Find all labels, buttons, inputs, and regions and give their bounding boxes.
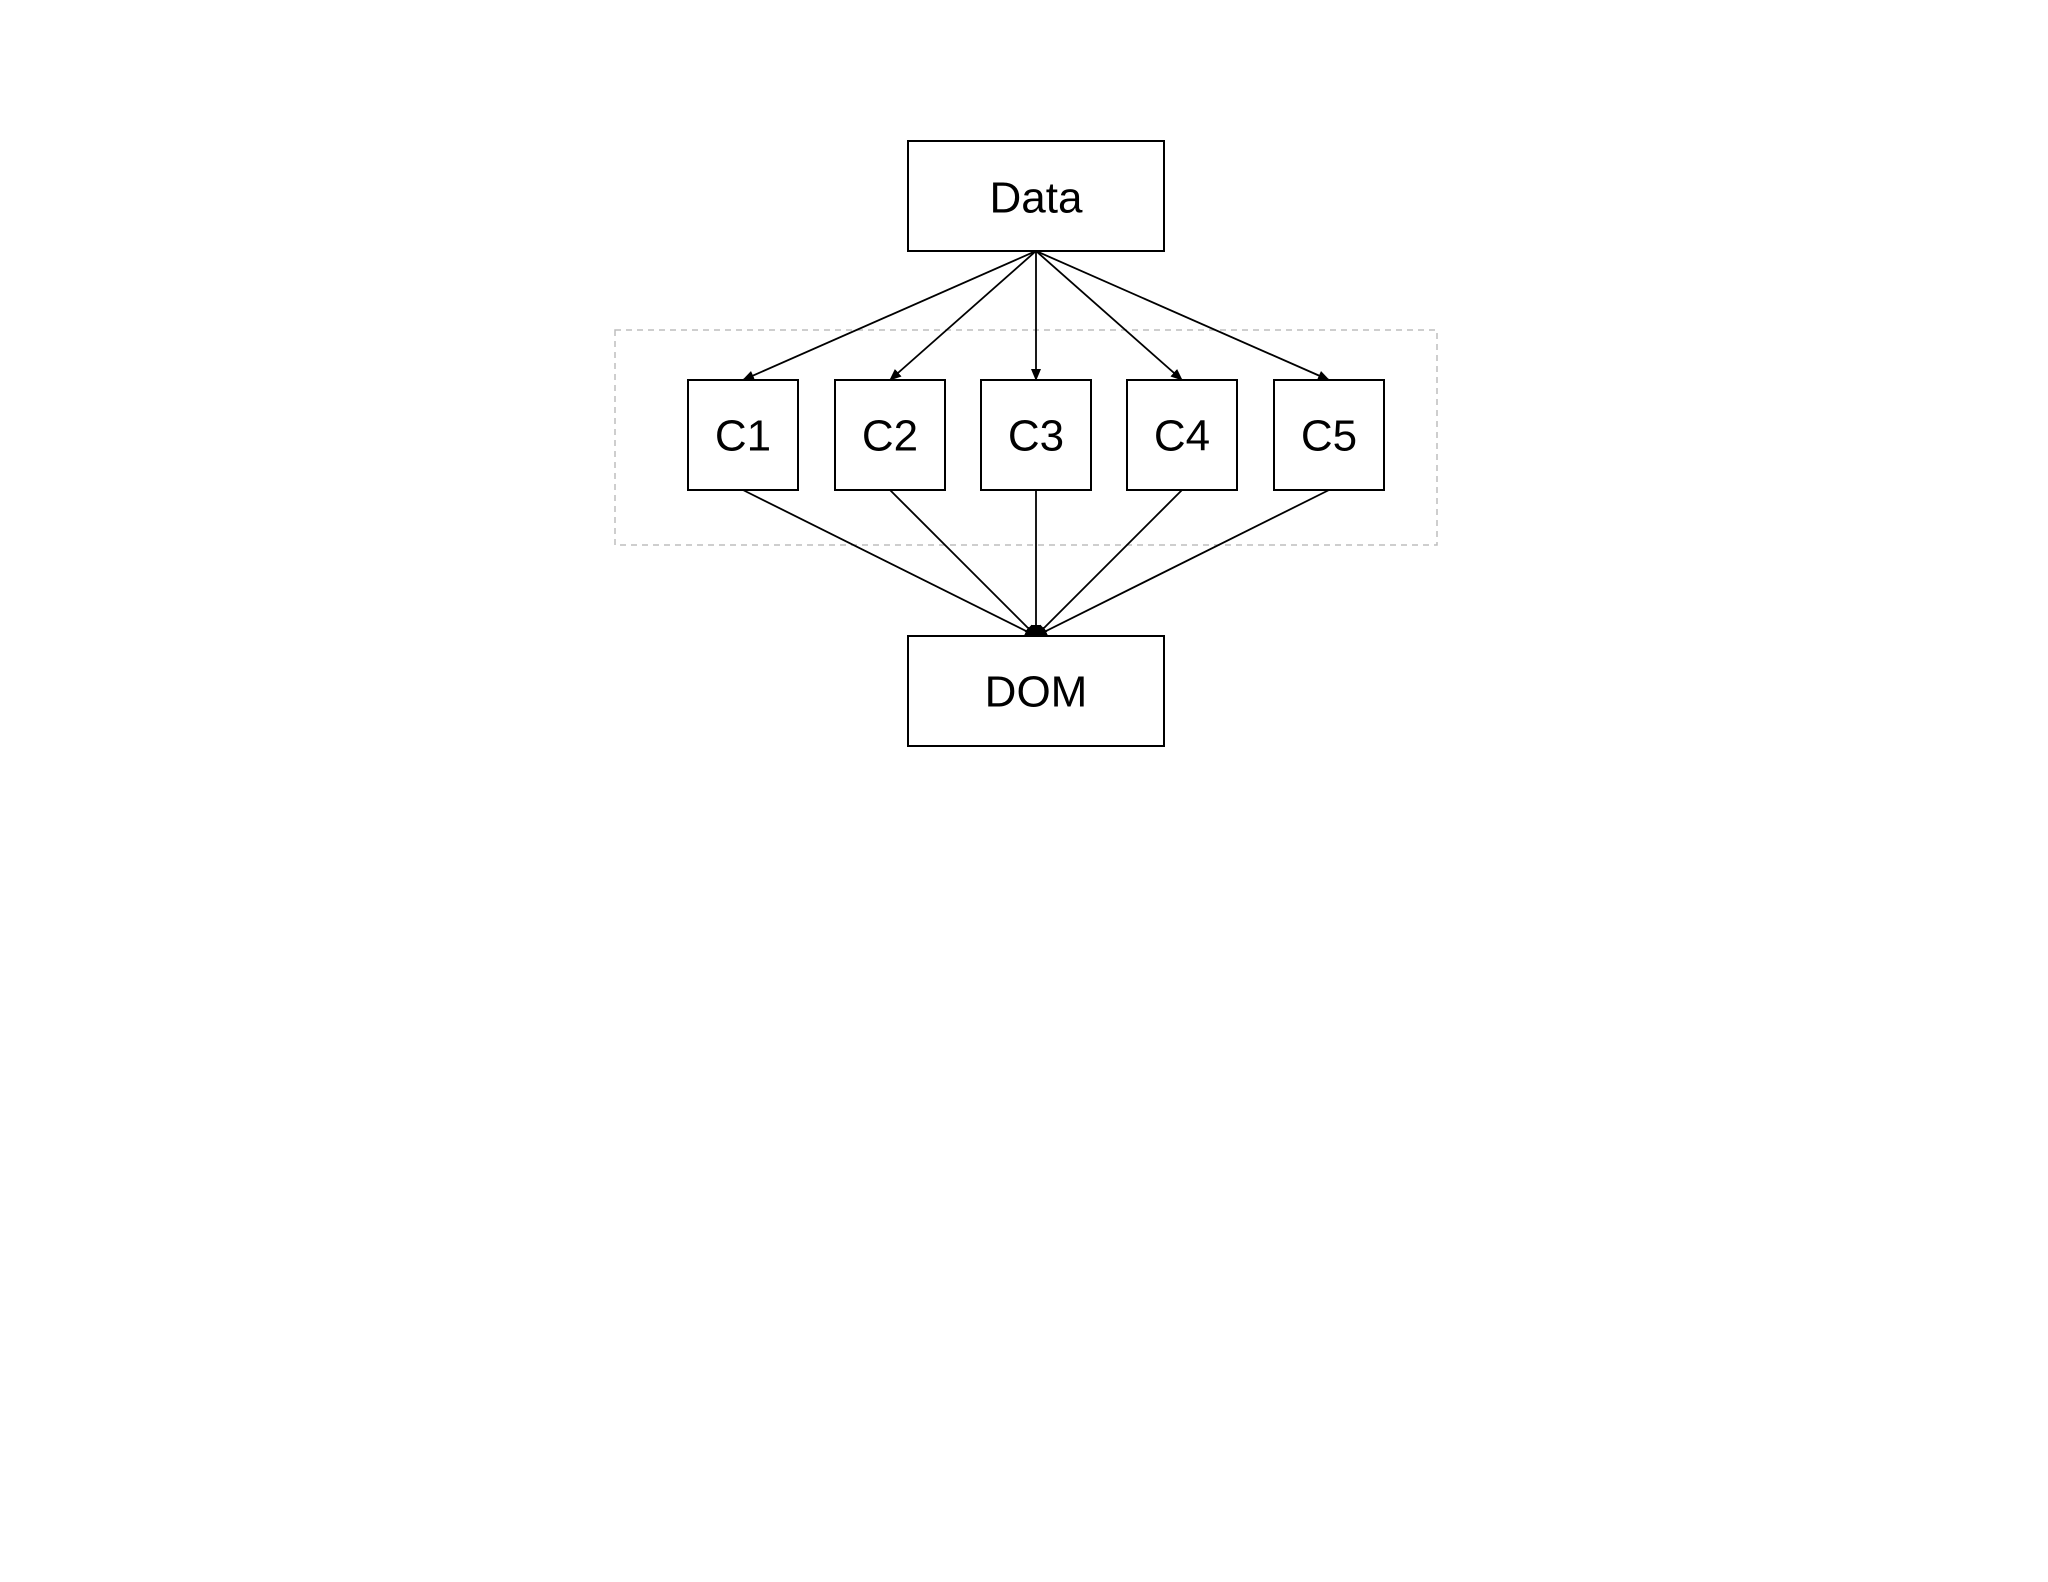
- node-c5-label: C5: [1301, 412, 1357, 461]
- node-c3-label: C3: [1008, 412, 1064, 461]
- edge-data-to-c4: [1035, 250, 1183, 381]
- node-c1-label: C1: [715, 412, 771, 461]
- node-data[interactable]: Data: [907, 140, 1165, 252]
- node-c2-box: [834, 379, 946, 491]
- node-c3[interactable]: C3: [980, 379, 1092, 491]
- node-data-label: Data: [990, 174, 1083, 223]
- edges-layer: [742, 250, 1330, 637]
- node-dom-box: [907, 635, 1165, 747]
- node-c2-label: C2: [862, 412, 918, 461]
- components-group-border: [614, 329, 1438, 546]
- node-dom-label: DOM: [985, 668, 1088, 717]
- node-c4-box: [1126, 379, 1238, 491]
- edge-data-to-c1: [742, 250, 1037, 381]
- node-dom[interactable]: DOM: [907, 635, 1165, 747]
- edge-data-to-c2: [889, 250, 1037, 381]
- node-c1-box: [687, 379, 799, 491]
- edge-c1-to-dom: [742, 489, 1037, 637]
- node-c1[interactable]: C1: [687, 379, 799, 491]
- edge-c4-to-dom: [1035, 489, 1183, 637]
- node-c4[interactable]: C4: [1126, 379, 1238, 491]
- edge-c2-to-dom: [889, 489, 1037, 637]
- node-data-box: [907, 140, 1165, 252]
- node-c5-box: [1273, 379, 1385, 491]
- edge-data-to-c5: [1035, 250, 1330, 381]
- node-c2[interactable]: C2: [834, 379, 946, 491]
- node-c3-box: [980, 379, 1092, 491]
- node-c4-label: C4: [1154, 412, 1210, 461]
- edge-c5-to-dom: [1035, 489, 1330, 637]
- node-c5[interactable]: C5: [1273, 379, 1385, 491]
